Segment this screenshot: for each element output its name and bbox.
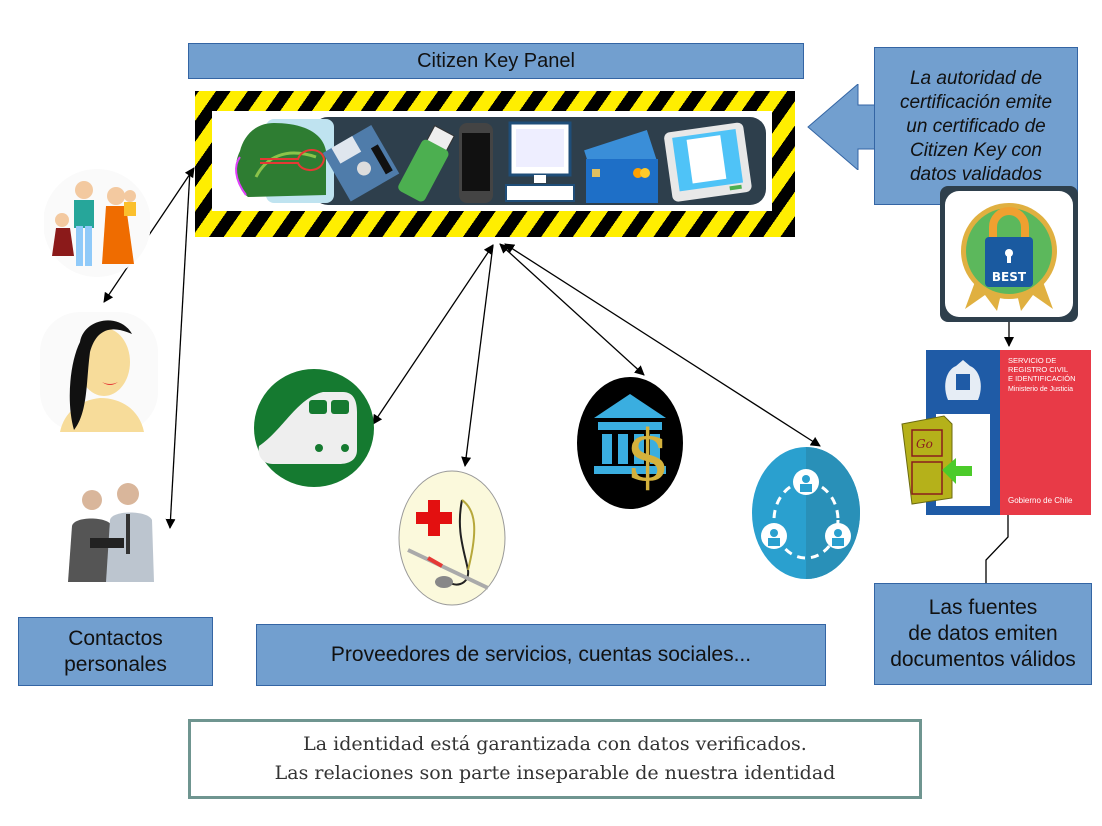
certification-callout-arrow bbox=[807, 84, 876, 170]
sources-line: Las fuentes bbox=[928, 596, 1038, 619]
arrow-panel-train bbox=[372, 244, 494, 425]
ca-line: certificación emite bbox=[899, 92, 1053, 113]
ca-line: Citizen Key con bbox=[909, 140, 1042, 161]
registry-government: Gobierno de Chile bbox=[1008, 496, 1073, 505]
contacts-line: personales bbox=[64, 652, 167, 676]
medical-icon bbox=[398, 470, 506, 606]
arrow-panel-bank bbox=[499, 243, 645, 376]
note-line: Las relaciones son parte inseparable de … bbox=[274, 762, 836, 784]
panel-title-text: Citizen Key Panel bbox=[417, 49, 575, 72]
best-certificate-badge: BEST bbox=[940, 186, 1078, 322]
door-label: Go bbox=[916, 437, 933, 451]
arrow-panel-medical bbox=[461, 244, 494, 467]
desktop-computer-icon bbox=[505, 121, 575, 202]
contacts-line: Contactos bbox=[68, 626, 163, 650]
family-icon bbox=[44, 169, 150, 277]
usb-drive-icon bbox=[398, 125, 455, 202]
login-door-icon: Go bbox=[901, 415, 972, 505]
colleagues-icon bbox=[68, 483, 154, 582]
citizen-key-panel-title: Citizen Key Panel bbox=[188, 43, 804, 79]
chile-coat-of-arms-icon bbox=[945, 360, 981, 400]
data-sources-box: Las fuentes de datos emiten documentos v… bbox=[874, 583, 1092, 685]
smartphone-icon bbox=[459, 123, 493, 203]
device-panel bbox=[212, 111, 772, 211]
registry-line: SERVICIO DE bbox=[1008, 356, 1057, 365]
credit-card-icon bbox=[584, 129, 658, 203]
registry-ministry: Ministerio de Justicia bbox=[1008, 386, 1073, 393]
service-providers-box: Proveedores de servicios, cuentas social… bbox=[256, 624, 826, 686]
certification-authority-box: La autoridad de certificación emite un c… bbox=[874, 47, 1078, 205]
social-network-icon bbox=[752, 447, 860, 579]
arrow-panel-colleagues bbox=[165, 169, 191, 529]
bank-icon: $ bbox=[577, 377, 683, 509]
train-icon bbox=[254, 369, 374, 487]
tablet-document-icon bbox=[664, 122, 752, 202]
ca-line: datos validados bbox=[909, 164, 1043, 185]
identity-note: La identidad está garantizada con datos … bbox=[188, 719, 922, 799]
sources-line: de datos emiten bbox=[908, 622, 1058, 645]
personal-contacts-box: Contactos personales bbox=[18, 617, 213, 686]
arrow-panel-social bbox=[504, 243, 821, 447]
connector-registry-sources bbox=[985, 515, 1009, 583]
providers-label: Proveedores de servicios, cuentas social… bbox=[330, 643, 752, 666]
floppy-disk-icon bbox=[322, 125, 400, 202]
badge-text: BEST bbox=[992, 270, 1027, 284]
svg-text:$: $ bbox=[626, 415, 671, 497]
ca-line: un certificado de bbox=[906, 116, 1046, 137]
ca-line: La autoridad de bbox=[909, 68, 1043, 89]
registry-line: REGISTRO CIVIL bbox=[1008, 365, 1069, 374]
woman-portrait-icon bbox=[40, 312, 158, 432]
note-line: La identidad está garantizada con datos … bbox=[303, 733, 807, 755]
sources-line: documentos válidos bbox=[890, 648, 1076, 671]
padlock-seal-icon: BEST bbox=[961, 203, 1057, 311]
registry-line: E IDENTIFICACIÓN bbox=[1008, 374, 1076, 383]
citizen-key-panel bbox=[195, 91, 795, 237]
brain-key-icon bbox=[235, 119, 334, 203]
registry-red-band: SERVICIO DE REGISTRO CIVIL E IDENTIFICAC… bbox=[1000, 350, 1091, 515]
